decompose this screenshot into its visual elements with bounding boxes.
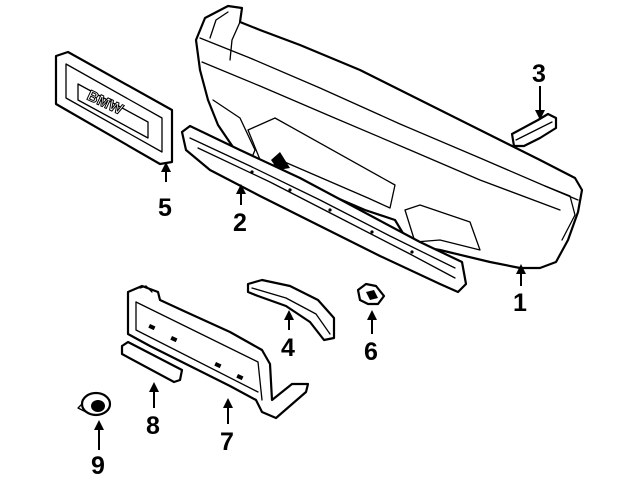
arrowhead-5 bbox=[161, 162, 171, 172]
reinforcement-bar bbox=[180, 124, 468, 294]
arrowhead-3 bbox=[535, 110, 545, 120]
callout-4: 4 bbox=[281, 334, 295, 362]
fog-lamp-bulb bbox=[77, 391, 112, 417]
mounting-clip bbox=[356, 282, 386, 306]
callout-8: 8 bbox=[146, 412, 160, 440]
callout-6: 6 bbox=[364, 338, 378, 366]
arrowhead-4 bbox=[284, 310, 294, 320]
callout-3: 3 bbox=[532, 60, 546, 88]
arrowhead-6 bbox=[367, 310, 377, 320]
corner-trim bbox=[246, 278, 336, 342]
bumper-cover bbox=[194, 4, 584, 270]
arrowhead-7 bbox=[223, 398, 233, 408]
callout-9: 9 bbox=[91, 452, 105, 480]
callout-7: 7 bbox=[220, 428, 234, 456]
arrowhead-9 bbox=[94, 420, 104, 430]
arrowhead-8 bbox=[149, 382, 159, 392]
callout-labels: 1 2 3 4 5 6 7 8 9 bbox=[91, 60, 546, 480]
license-plate-bracket bbox=[126, 284, 310, 420]
arrowhead-1 bbox=[516, 264, 526, 274]
trim-strip bbox=[120, 340, 184, 384]
emblem-plate: BMW bbox=[54, 50, 174, 166]
arrowhead-2 bbox=[236, 184, 246, 194]
side-bracket bbox=[510, 112, 558, 148]
leader-lines bbox=[94, 86, 545, 450]
callout-1: 1 bbox=[513, 289, 527, 317]
callout-2: 2 bbox=[233, 209, 247, 237]
callout-5: 5 bbox=[158, 194, 172, 222]
